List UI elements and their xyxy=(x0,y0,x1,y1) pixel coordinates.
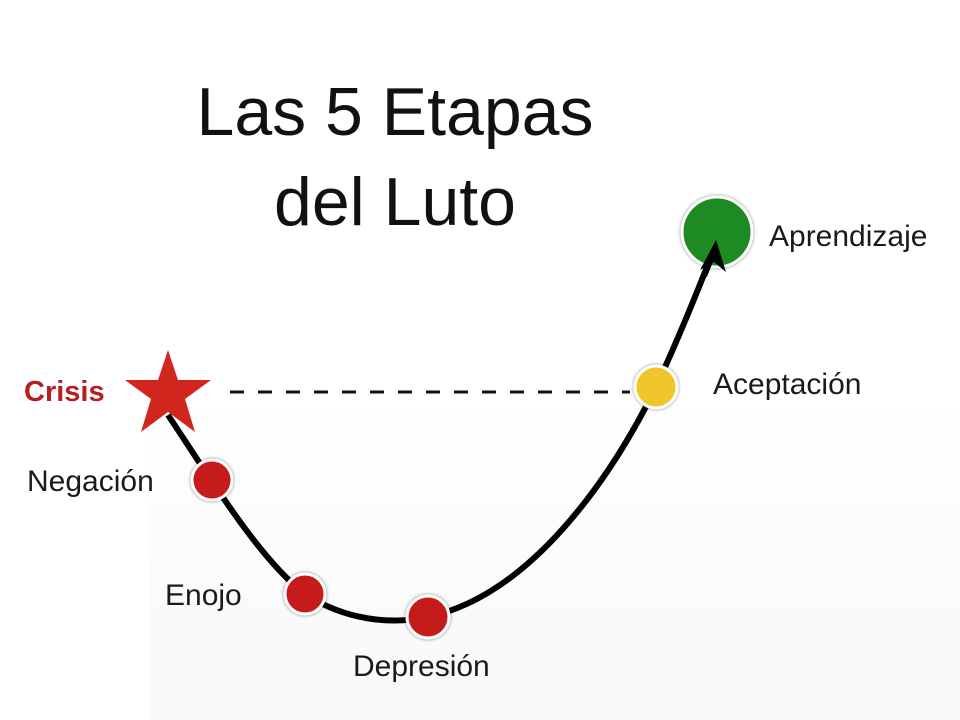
stage-label-aceptacion: Aceptación xyxy=(713,368,862,401)
curve-path xyxy=(165,252,715,624)
arrow-head-icon xyxy=(700,240,726,272)
title-line-1: Las 5 Etapas xyxy=(196,74,594,150)
stage-dot-negacion xyxy=(190,458,234,502)
stage-label-enojo: Enojo xyxy=(165,579,242,612)
stage-label-aprendizaje: Aprendizaje xyxy=(769,220,928,253)
stage-dot-enojo xyxy=(283,572,327,616)
background-shade xyxy=(150,395,960,720)
crisis-label: Crisis xyxy=(24,376,105,408)
crisis-star-icon xyxy=(125,350,211,432)
stage-dot-aceptacion xyxy=(633,364,679,410)
stage-label-negacion: Negación xyxy=(27,465,154,498)
stage-label-depresion: Depresión xyxy=(353,650,490,683)
title-line-2: del Luto xyxy=(274,164,516,240)
stage-dot-aprendizaje xyxy=(680,195,754,269)
stage-dot-depresion xyxy=(405,594,451,640)
